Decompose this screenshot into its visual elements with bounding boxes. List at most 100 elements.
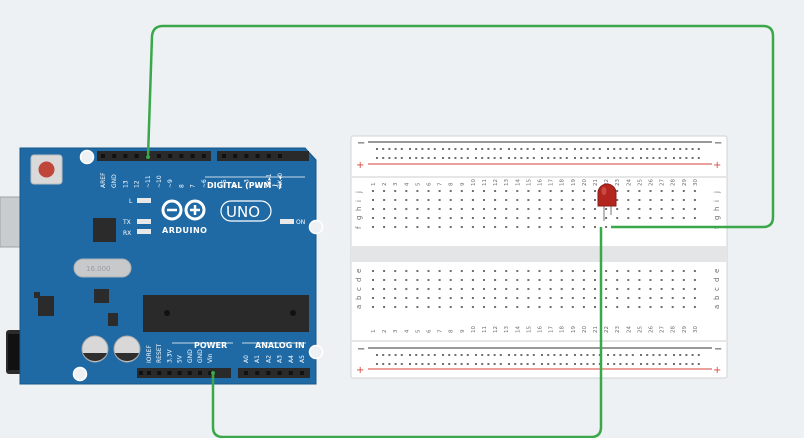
- terminal-hole[interactable]: [527, 306, 530, 308]
- terminal-hole[interactable]: [560, 279, 563, 281]
- terminal-hole[interactable]: [638, 279, 641, 281]
- terminal-hole[interactable]: [405, 288, 408, 290]
- terminal-hole[interactable]: [549, 208, 552, 210]
- rail-hole[interactable]: [460, 157, 463, 159]
- terminal-hole[interactable]: [582, 270, 585, 272]
- terminal-hole[interactable]: [416, 297, 419, 299]
- rail-hole[interactable]: [586, 363, 589, 365]
- terminal-hole[interactable]: [671, 270, 674, 272]
- terminal-hole[interactable]: [682, 190, 685, 192]
- terminal-hole[interactable]: [516, 190, 519, 192]
- terminal-hole[interactable]: [638, 208, 641, 210]
- terminal-hole[interactable]: [394, 297, 397, 299]
- terminal-hole[interactable]: [505, 199, 508, 201]
- led-body[interactable]: [597, 183, 617, 207]
- terminal-hole[interactable]: [416, 208, 419, 210]
- rail-hole[interactable]: [454, 148, 457, 150]
- terminal-hole[interactable]: [505, 306, 508, 308]
- rail-hole[interactable]: [664, 354, 667, 356]
- terminal-hole[interactable]: [505, 297, 508, 299]
- digital-pin-hole[interactable]: [134, 154, 139, 158]
- terminal-hole[interactable]: [571, 217, 574, 219]
- rail-hole[interactable]: [559, 157, 562, 159]
- terminal-hole[interactable]: [627, 208, 630, 210]
- rail-hole[interactable]: [493, 157, 496, 159]
- rail-hole[interactable]: [409, 148, 411, 150]
- digital-pin-hole[interactable]: [112, 154, 117, 158]
- rail-hole[interactable]: [664, 148, 667, 150]
- terminal-hole[interactable]: [494, 190, 497, 192]
- digital-pin-hole[interactable]: [190, 154, 195, 158]
- terminal-hole[interactable]: [660, 306, 663, 308]
- terminal-hole[interactable]: [671, 288, 674, 290]
- rail-hole[interactable]: [625, 354, 628, 356]
- rail-hole[interactable]: [475, 354, 477, 356]
- terminal-hole[interactable]: [616, 270, 619, 272]
- rail-hole[interactable]: [574, 363, 576, 365]
- terminal-hole[interactable]: [693, 279, 696, 281]
- rail-hole[interactable]: [388, 363, 391, 365]
- terminal-hole[interactable]: [394, 226, 397, 228]
- terminal-hole[interactable]: [516, 288, 519, 290]
- rail-hole[interactable]: [640, 354, 642, 356]
- rail-hole[interactable]: [619, 354, 622, 356]
- terminal-hole[interactable]: [416, 279, 419, 281]
- terminal-hole[interactable]: [527, 279, 530, 281]
- rail-hole[interactable]: [526, 148, 529, 150]
- terminal-hole[interactable]: [582, 208, 585, 210]
- terminal-hole[interactable]: [538, 306, 541, 308]
- terminal-hole[interactable]: [372, 199, 374, 201]
- terminal-hole[interactable]: [416, 217, 419, 219]
- rail-hole[interactable]: [532, 148, 535, 150]
- power-pin-hole[interactable]: [139, 371, 143, 375]
- terminal-hole[interactable]: [560, 217, 563, 219]
- terminal-hole[interactable]: [660, 279, 663, 281]
- rail-hole[interactable]: [580, 354, 583, 356]
- rail-hole[interactable]: [559, 148, 562, 150]
- rail-hole[interactable]: [400, 157, 403, 159]
- digital-pin-hole[interactable]: [123, 154, 128, 158]
- terminal-hole[interactable]: [682, 208, 685, 210]
- terminal-hole[interactable]: [494, 270, 497, 272]
- rail-hole[interactable]: [652, 157, 655, 159]
- rail-hole[interactable]: [580, 363, 583, 365]
- rail-hole[interactable]: [448, 363, 451, 365]
- terminal-hole[interactable]: [516, 279, 519, 281]
- rail-hole[interactable]: [493, 363, 496, 365]
- rail-hole[interactable]: [487, 363, 490, 365]
- terminal-hole[interactable]: [471, 226, 474, 228]
- terminal-hole[interactable]: [405, 190, 408, 192]
- rail-hole[interactable]: [586, 148, 589, 150]
- rail-hole[interactable]: [598, 148, 601, 150]
- terminal-hole[interactable]: [560, 288, 563, 290]
- rail-hole[interactable]: [697, 148, 700, 150]
- terminal-hole[interactable]: [449, 208, 452, 210]
- terminal-hole[interactable]: [416, 288, 419, 290]
- terminal-hole[interactable]: [605, 208, 608, 210]
- terminal-hole[interactable]: [682, 217, 685, 219]
- terminal-hole[interactable]: [460, 217, 463, 219]
- rail-hole[interactable]: [691, 363, 694, 365]
- terminal-hole[interactable]: [549, 226, 552, 228]
- rail-hole[interactable]: [415, 157, 418, 159]
- terminal-hole[interactable]: [638, 297, 641, 299]
- rail-hole[interactable]: [454, 363, 457, 365]
- terminal-hole[interactable]: [427, 306, 430, 308]
- terminal-hole[interactable]: [527, 297, 530, 299]
- rail-hole[interactable]: [652, 363, 655, 365]
- terminal-hole[interactable]: [527, 226, 530, 228]
- rail-hole[interactable]: [526, 363, 529, 365]
- rail-hole[interactable]: [532, 363, 535, 365]
- terminal-hole[interactable]: [594, 199, 596, 201]
- rail-hole[interactable]: [685, 157, 688, 159]
- terminal-hole[interactable]: [438, 288, 441, 290]
- rail-hole[interactable]: [580, 148, 583, 150]
- terminal-hole[interactable]: [560, 190, 563, 192]
- terminal-hole[interactable]: [405, 306, 408, 308]
- terminal-hole[interactable]: [372, 297, 374, 299]
- terminal-hole[interactable]: [516, 270, 519, 272]
- terminal-hole[interactable]: [449, 297, 452, 299]
- rail-hole[interactable]: [679, 363, 682, 365]
- terminal-hole[interactable]: [483, 226, 485, 228]
